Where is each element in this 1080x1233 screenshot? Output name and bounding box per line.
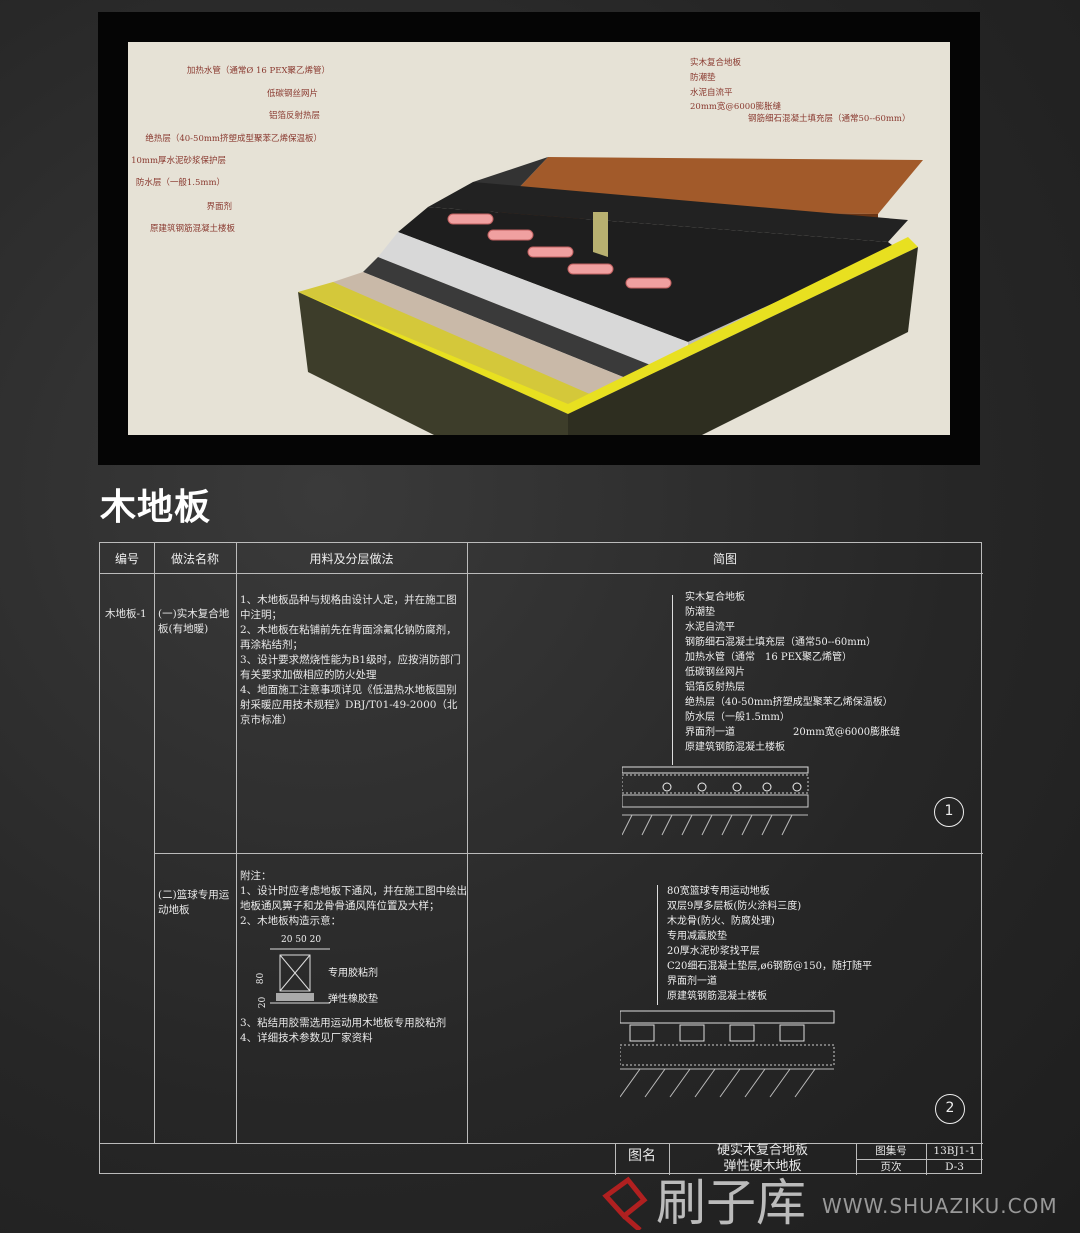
render-label: 加热水管（通常Ø 16 PEX聚乙烯管）: [186, 66, 330, 76]
spec-table: 编号 做法名称 用料及分层做法 简图 木地板-1 (一)实木复合地板(有地暖) …: [99, 542, 983, 1175]
footer-label: 图名: [628, 1148, 656, 1164]
section-drawing-1: [622, 766, 809, 836]
render-label: 原建筑钢筋混凝土楼板: [149, 224, 235, 234]
header-name: 做法名称: [170, 552, 219, 566]
render-label: 10mm厚水泥砂浆保护层: [131, 156, 226, 166]
render-label: 铝箔反射热层: [268, 111, 320, 121]
method-name: (一)实木复合地板(有地暖): [158, 608, 230, 635]
render-label: 钢筋细石混凝土填充层（通常50--60mm）: [748, 114, 911, 124]
render-label: 实木复合地板: [690, 58, 742, 68]
drawing-names: 硬实木复合地板弹性硬木地板: [716, 1143, 808, 1174]
render-label: 水泥自流平: [690, 88, 733, 98]
legend-list: 实木复合地板防潮垫水泥自流平钢筋细石混凝土填充层（通常50--60mm）加热水管…: [685, 592, 893, 753]
page-title: 木地板: [100, 487, 212, 528]
expansion-joint-note: 20mm宽@6000膨胀缝: [793, 727, 901, 738]
render-label: 20mm宽@6000膨胀缝: [690, 102, 782, 112]
page-label: 页次: [880, 1161, 902, 1173]
figure-number-1: 1: [934, 797, 964, 827]
watermark-text: 刷子库: [656, 1174, 806, 1232]
watermark: 刷子库 WWW.SHUAZIKU.COM: [600, 1176, 1070, 1232]
render-label: 低碳钢丝网片: [266, 89, 318, 99]
render-label: 防水层（一般1.5mm）: [135, 178, 225, 188]
floor-layer-render: 加热水管（通常Ø 16 PEX聚乙烯管） 低碳钢丝网片 铝箔反射热层 绝热层（4…: [128, 42, 950, 435]
method-name: (二)篮球专用运动地板: [158, 889, 230, 916]
render-label: 绝热层（40-50mm挤塑成型聚苯乙烯保温板）: [145, 134, 322, 144]
brush-logo-icon: [602, 1176, 648, 1230]
figure-number-2: 2: [935, 1094, 965, 1124]
layer-3d-illustration: [298, 157, 923, 435]
method-notes: 附注：1、设计时应考虑地板下通风，并在施工图中绘出地板通风箅子和龙骨骨通风阵位置…: [240, 870, 468, 927]
code-cell: 木地板-1: [105, 608, 147, 620]
header-diagram: 简图: [712, 552, 737, 566]
method-notes: 1、木地板品种与规格由设计人定，并在施工图中注明；2、木地板在粘铺前先在背面涂氟…: [240, 594, 461, 726]
atlas-label: 图集号: [875, 1145, 907, 1157]
legend-list: 80宽篮球专用运动地板双层9厚多层板(防火涂料三度)木龙骨(防火、防腐处理)专用…: [667, 886, 873, 1002]
atlas-value: 13BJ1-1: [933, 1145, 976, 1157]
render-label: 界面剂: [206, 202, 232, 212]
section-drawing-2: [620, 1010, 835, 1098]
render-label: 防潮垫: [690, 73, 716, 83]
watermark-url: WWW.SHUAZIKU.COM: [822, 1194, 1058, 1218]
header-method: 用料及分层做法: [309, 552, 394, 566]
page-value: D-3: [945, 1161, 964, 1173]
header-code: 编号: [114, 552, 139, 566]
